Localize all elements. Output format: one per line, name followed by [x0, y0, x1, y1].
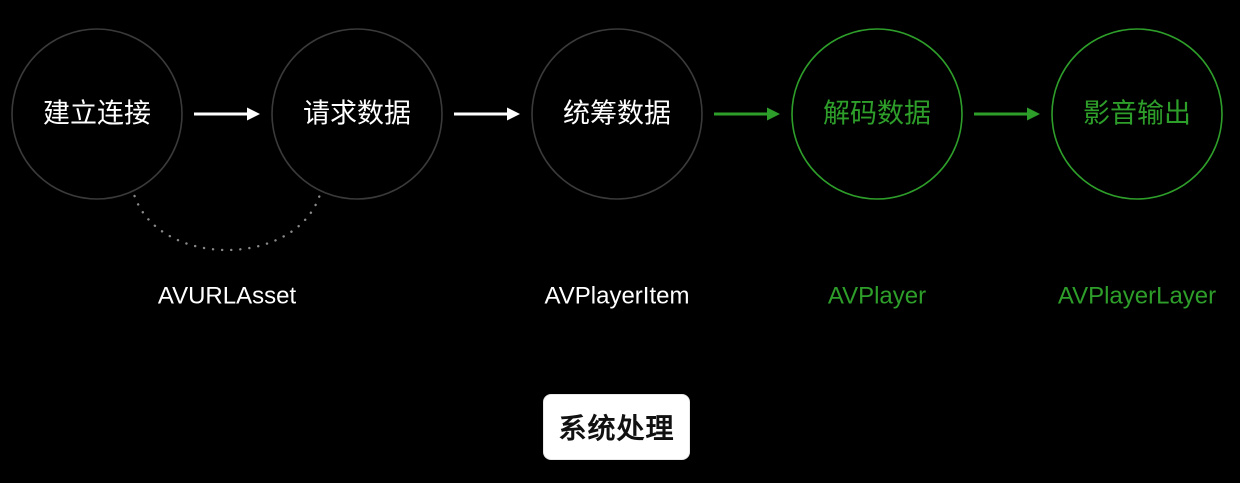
group-label-4: AVPlayerLayer: [1058, 283, 1216, 310]
node-circle-3: [531, 28, 703, 200]
arrow-2: [454, 107, 520, 121]
node-label-2: 请求数据: [303, 99, 411, 130]
node-circle-4: [791, 28, 963, 200]
arrow-3: [714, 107, 780, 121]
arrow-4: [974, 107, 1040, 121]
group-label-1: AVURLAsset: [158, 283, 297, 310]
node-label-4: 解码数据: [823, 99, 931, 130]
node-label-5: 影音输出: [1083, 99, 1191, 130]
arrow-1: [194, 107, 260, 121]
group-label-2: AVPlayerItem: [545, 283, 690, 310]
node-circle-2: [271, 28, 443, 200]
dotted-group-link: [133, 194, 321, 252]
node-label-1: 建立连接: [43, 99, 151, 130]
node-circle-5: [1051, 28, 1223, 200]
node-circle-1: [11, 28, 183, 200]
node-label-3: 统筹数据: [563, 99, 671, 130]
system-processing-badge: 系统处理: [544, 395, 689, 459]
badge-label: 系统处理: [558, 412, 675, 445]
group-label-3: AVPlayer: [828, 283, 926, 310]
